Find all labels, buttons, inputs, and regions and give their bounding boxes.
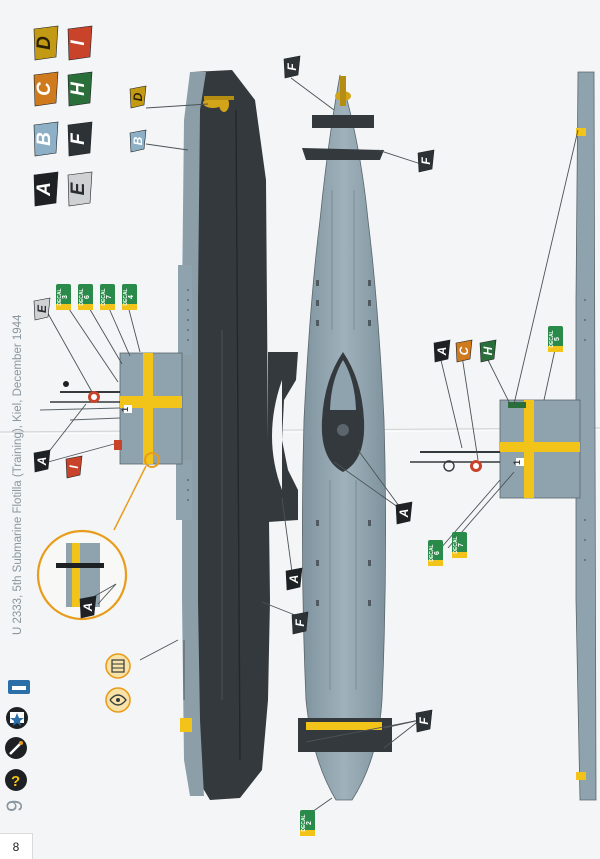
callout-d-0-label: D [131, 92, 145, 101]
step-number: 9 [2, 800, 27, 812]
decal-tag-7b-number: 7 [458, 543, 465, 547]
decal-tag-3-word: DECAL [57, 288, 63, 305]
decal-tag-4-number: 4 [128, 295, 135, 299]
decal-tag-4-word: DECAL [123, 288, 129, 305]
top-view-submarine [298, 74, 392, 801]
legend-flag-i: I [67, 25, 93, 61]
callout-e-4-label: E [35, 304, 49, 313]
callout-i-6-label: I [67, 465, 81, 469]
legend-flag-b: B [33, 121, 59, 157]
decal-tag-3-number: 3 [62, 295, 69, 299]
legend-flag-e: E [67, 171, 93, 207]
decal-tag-6-number: 6 [84, 295, 91, 299]
decal-tag-2-number: 2 [306, 821, 313, 825]
callout-f-8: F [291, 611, 309, 635]
callout-a-9-label: A [397, 509, 411, 519]
callout-a-7-label: A [287, 575, 301, 585]
callout-f-2: F [283, 55, 301, 79]
decal-tag-7-word: DECAL [101, 288, 107, 305]
decal-tag-7b-word: DECAL [453, 536, 459, 553]
right-hull [575, 71, 597, 801]
leader-lines [43, 77, 579, 813]
stern-planes [312, 115, 374, 128]
decal-tag-7-number: 7 [106, 295, 113, 299]
legend-flag-h-label: H [68, 81, 89, 96]
callout-f-8-label: F [293, 619, 307, 627]
rigging-icon [105, 687, 131, 713]
decal-tag-6-word: DECAL [79, 288, 85, 305]
callout-f-10: F [415, 709, 433, 733]
callout-h-13-label: H [481, 346, 495, 355]
legend-flag-b-label: B [34, 132, 55, 146]
page-number: 8 [0, 833, 33, 859]
legend-flag-f-label: F [68, 132, 89, 145]
callout-h-13: H [479, 339, 497, 363]
callout-c-12: C [455, 339, 473, 363]
callout-e-4: E [33, 297, 51, 321]
detail-ring-small [144, 452, 160, 468]
callout-a-11: A [433, 339, 451, 363]
help-icons: ? [5, 680, 30, 791]
tower-mark-right: 1 [512, 460, 522, 465]
decal-icon [6, 707, 28, 729]
legend-flag-c: C [33, 71, 59, 107]
propeller [203, 96, 234, 112]
callout-a-9: A [395, 501, 413, 525]
question-icon: ? [5, 769, 27, 791]
decal-tag-5-word: DECAL [549, 330, 555, 347]
flag-mast-icon [105, 653, 131, 679]
legend-flag-a: A [33, 171, 59, 207]
callout-a-5: A [33, 449, 51, 473]
callout-f-2-label: F [285, 63, 299, 71]
callout-d-0: D [129, 85, 147, 109]
legend-flag-c-label: C [34, 82, 55, 96]
legend-flag-h: H [67, 71, 93, 107]
paint-brush-icon [5, 737, 27, 759]
top-conning-tower [321, 352, 365, 472]
callout-a-14-label: A [81, 603, 95, 613]
callout-f-3: F [417, 149, 435, 173]
legend-flag-f: F [67, 121, 93, 157]
decal-tag-2-word: DECAL [301, 814, 307, 831]
model-caption: U 2333, 5th Submarine Flotilla (Training… [12, 314, 24, 635]
decal-tag-6b-word: DECAL [429, 544, 435, 561]
svg-text:?: ? [11, 773, 20, 790]
tower-mark-left: 1 [120, 407, 130, 412]
side-hull-dark [190, 70, 270, 800]
callout-f-10-label: F [417, 717, 431, 725]
callout-a-5-label: A [35, 457, 49, 467]
callout-i-6: I [65, 455, 83, 479]
callout-a-7: A [285, 567, 303, 591]
legend-flag-a-label: A [34, 182, 55, 197]
right-side-view [410, 71, 597, 801]
legend-flag-i-label: I [68, 40, 89, 46]
side-deck-grey [182, 72, 206, 796]
decal-tag-5-number: 5 [554, 337, 561, 341]
legend-flag-d-label: D [34, 36, 55, 50]
legend-flag-d: D [33, 25, 59, 61]
glue-icon [8, 680, 30, 694]
callout-b-1: B [129, 129, 147, 153]
side-view-submarine [39, 70, 298, 800]
callout-b-1-label: B [131, 136, 145, 145]
callout-a-14: A [79, 595, 97, 619]
decal-tag-6b-number: 6 [434, 551, 441, 555]
legend-flag-e-label: E [68, 181, 89, 195]
callout-a-11-label: A [435, 347, 449, 357]
callout-c-12-label: C [457, 346, 471, 355]
net-cutter-arch [268, 352, 298, 522]
callout-f-3-label: F [419, 157, 433, 165]
